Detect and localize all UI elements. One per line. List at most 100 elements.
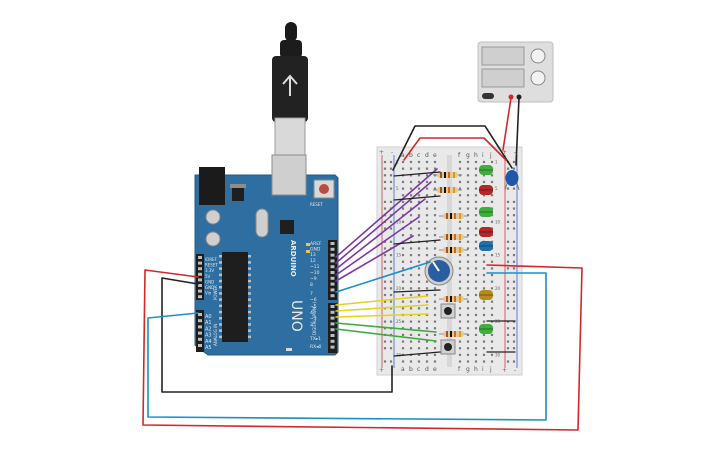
wire-red-arch <box>403 137 507 161</box>
wire-blue-a0 <box>147 272 547 421</box>
wire-black-short-5 <box>393 351 441 357</box>
col-letter: e <box>433 152 437 159</box>
digital-pin-label: 2 <box>310 322 313 328</box>
row-number: 30 <box>396 352 402 357</box>
row-number: 10 <box>396 219 402 224</box>
row-number: 15 <box>495 253 501 258</box>
led <box>479 207 493 217</box>
resistor <box>433 172 462 178</box>
col-letter: b <box>409 366 413 373</box>
led <box>479 185 493 195</box>
digital-pin-label: GND <box>310 247 321 253</box>
wire-black-short-1 <box>393 171 441 177</box>
col-letter: i <box>482 366 484 373</box>
col-letter: d <box>425 152 429 159</box>
resistor <box>433 187 462 193</box>
resistor <box>439 234 468 240</box>
capacitor <box>504 170 520 191</box>
wire-green-2 <box>335 328 437 342</box>
col-letter: j <box>489 366 492 373</box>
col-letter: d <box>425 366 429 373</box>
wire-black-short-2 <box>393 195 441 201</box>
digital-pin-label: AREF <box>310 241 322 247</box>
digital-pin-label: ~5 <box>310 304 317 310</box>
rail-plus-top-left: + <box>379 149 384 156</box>
leds <box>479 165 493 334</box>
pushbutton-2[interactable] <box>440 339 456 355</box>
power-pin-label: Vin <box>205 291 212 296</box>
wire-black-short-3 <box>393 239 441 245</box>
analog-pin-label: A1 <box>205 320 212 326</box>
col-letter: g <box>466 152 470 159</box>
power-pin-label: RESET <box>205 263 218 268</box>
digital-pin-label: 7 <box>310 291 313 297</box>
row-number: 5 <box>396 186 399 191</box>
potentiometer[interactable] <box>424 256 454 286</box>
wire-purple-12 <box>335 181 432 264</box>
power-pin-label: IOREF <box>205 257 218 262</box>
digital-pin-label: ~3 <box>310 316 317 322</box>
reset-label: RESET <box>310 202 323 207</box>
row-number: 5 <box>495 186 498 191</box>
power-pin-label: GND <box>205 285 214 290</box>
wire-red-5v <box>142 264 583 431</box>
row-number: 10 <box>495 219 501 224</box>
wire-yellow-3 <box>335 313 429 318</box>
wire-black-short-4 <box>393 289 441 293</box>
row-number: 25 <box>396 319 402 324</box>
row-number: 30 <box>495 352 501 357</box>
digital-pin-label: ~9 <box>310 276 317 282</box>
wire-black-supply <box>515 97 520 166</box>
analog-pin-label: A2 <box>205 326 212 332</box>
digital-pin-label: 8 <box>310 282 313 288</box>
row-number: 20 <box>396 286 402 291</box>
col-letter: c <box>417 366 420 373</box>
col-letter: a <box>401 152 405 159</box>
rail-plus-bottom-right: + <box>502 367 507 374</box>
col-letter: b <box>409 152 413 159</box>
rail-minus-top-right: - <box>514 149 516 156</box>
wire-red-supply <box>502 97 512 151</box>
led <box>479 324 493 334</box>
power-supply <box>477 41 554 103</box>
resistors <box>433 172 468 337</box>
analog-pin-label: A4 <box>205 339 212 345</box>
col-letter: f <box>458 366 461 373</box>
col-letter: f <box>458 152 461 159</box>
row-number: 1 <box>495 160 498 165</box>
col-letter: i <box>482 152 484 159</box>
col-letter: c <box>417 152 420 159</box>
led <box>479 165 493 175</box>
arduino-model: UNO <box>288 300 304 332</box>
rail-minus-top-left: - <box>391 149 393 156</box>
rail-plus-top-right: + <box>502 149 507 156</box>
digital-title: DIGITAL (PWM~) <box>312 301 317 335</box>
wire-green-1 <box>335 322 437 333</box>
led <box>479 227 493 237</box>
row-number: 15 <box>396 253 402 258</box>
analog-pin-label: A5 <box>205 345 212 351</box>
power-title: POWER <box>213 285 218 300</box>
digital-pin-label: 4 <box>310 310 313 316</box>
resistor <box>439 331 468 337</box>
wire-black-gnd <box>161 277 393 393</box>
digital-pin-label: ~11 <box>310 264 320 270</box>
wire-yellow-1 <box>335 295 429 306</box>
led <box>479 290 493 300</box>
usb-cable <box>272 22 308 159</box>
led <box>479 241 493 251</box>
digital-pin-label: 13 <box>310 252 316 258</box>
row-number: 20 <box>495 286 501 291</box>
analog-pin-label: A3 <box>205 333 212 339</box>
col-letter: j <box>489 152 492 159</box>
col-letter: g <box>466 366 470 373</box>
col-letter: a <box>401 366 405 373</box>
resistor <box>439 296 468 302</box>
resistor <box>439 213 468 219</box>
digital-pin-label: ~10 <box>310 270 320 276</box>
pushbutton-1[interactable] <box>440 303 456 319</box>
resistor <box>439 247 468 253</box>
col-letter: e <box>433 366 437 373</box>
wire-black-arch <box>392 125 513 171</box>
